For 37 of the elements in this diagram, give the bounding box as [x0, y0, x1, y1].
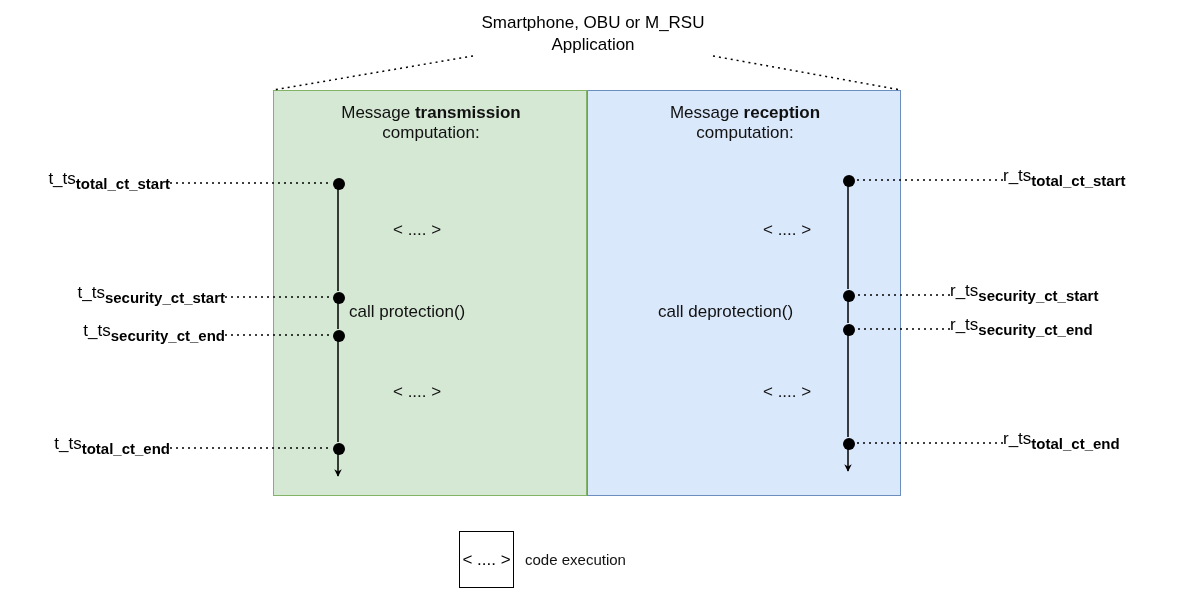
panel-heading: Message reception computation: [668, 103, 822, 143]
code-note: call deprotection() [658, 302, 794, 322]
timestamp-dot [843, 438, 855, 450]
timeline-segment [847, 334, 849, 438]
timestamp-label: r_ts$_{total_ct_start}$ [1003, 165, 1178, 195]
code-execution-box: < .... > [459, 531, 514, 588]
timestamp-dot [333, 443, 345, 455]
code-note: < .... > [763, 382, 812, 402]
timeline-segment [337, 188, 339, 292]
timestamp-dot [333, 178, 345, 190]
reception-panel [587, 90, 901, 496]
panel-heading: Message transmission computation: [340, 103, 522, 143]
code-note: < .... > [393, 220, 442, 240]
timestamp-label: t_ts$_{security_ct_end}$ [20, 320, 225, 350]
timeline-segment [847, 185, 849, 290]
transmission-panel [273, 90, 587, 496]
timestamp-dot [333, 330, 345, 342]
timestamp-label: t_ts$_{security_ct_start}$ [20, 282, 225, 312]
code-note: < .... > [763, 220, 812, 240]
timeline-arrow [334, 453, 342, 477]
timeline-segment [337, 340, 339, 443]
timestamp-label: t_ts$_{total_ct_start}$ [20, 168, 170, 198]
timeline-arrow [844, 448, 852, 472]
application-label: Smartphone, OBU or M_RSU Application [473, 12, 713, 56]
timestamp-label: r_ts$_{security_ct_start}$ [950, 280, 1155, 310]
timeline-segment [847, 300, 849, 324]
timestamp-label: r_ts$_{total_ct_end}$ [1003, 428, 1178, 458]
timeline-segment [337, 302, 339, 330]
code-note: < .... > [393, 382, 442, 402]
timestamp-dot [843, 324, 855, 336]
timestamp-dot [333, 292, 345, 304]
timestamp-label: t_ts$_{total_ct_end}$ [20, 433, 170, 463]
timestamp-dot [843, 175, 855, 187]
timestamp-dot [843, 290, 855, 302]
timestamp-label: r_ts$_{security_ct_end}$ [950, 314, 1155, 344]
code-note: call protection() [349, 302, 466, 322]
legend-text: code execution [525, 550, 626, 570]
